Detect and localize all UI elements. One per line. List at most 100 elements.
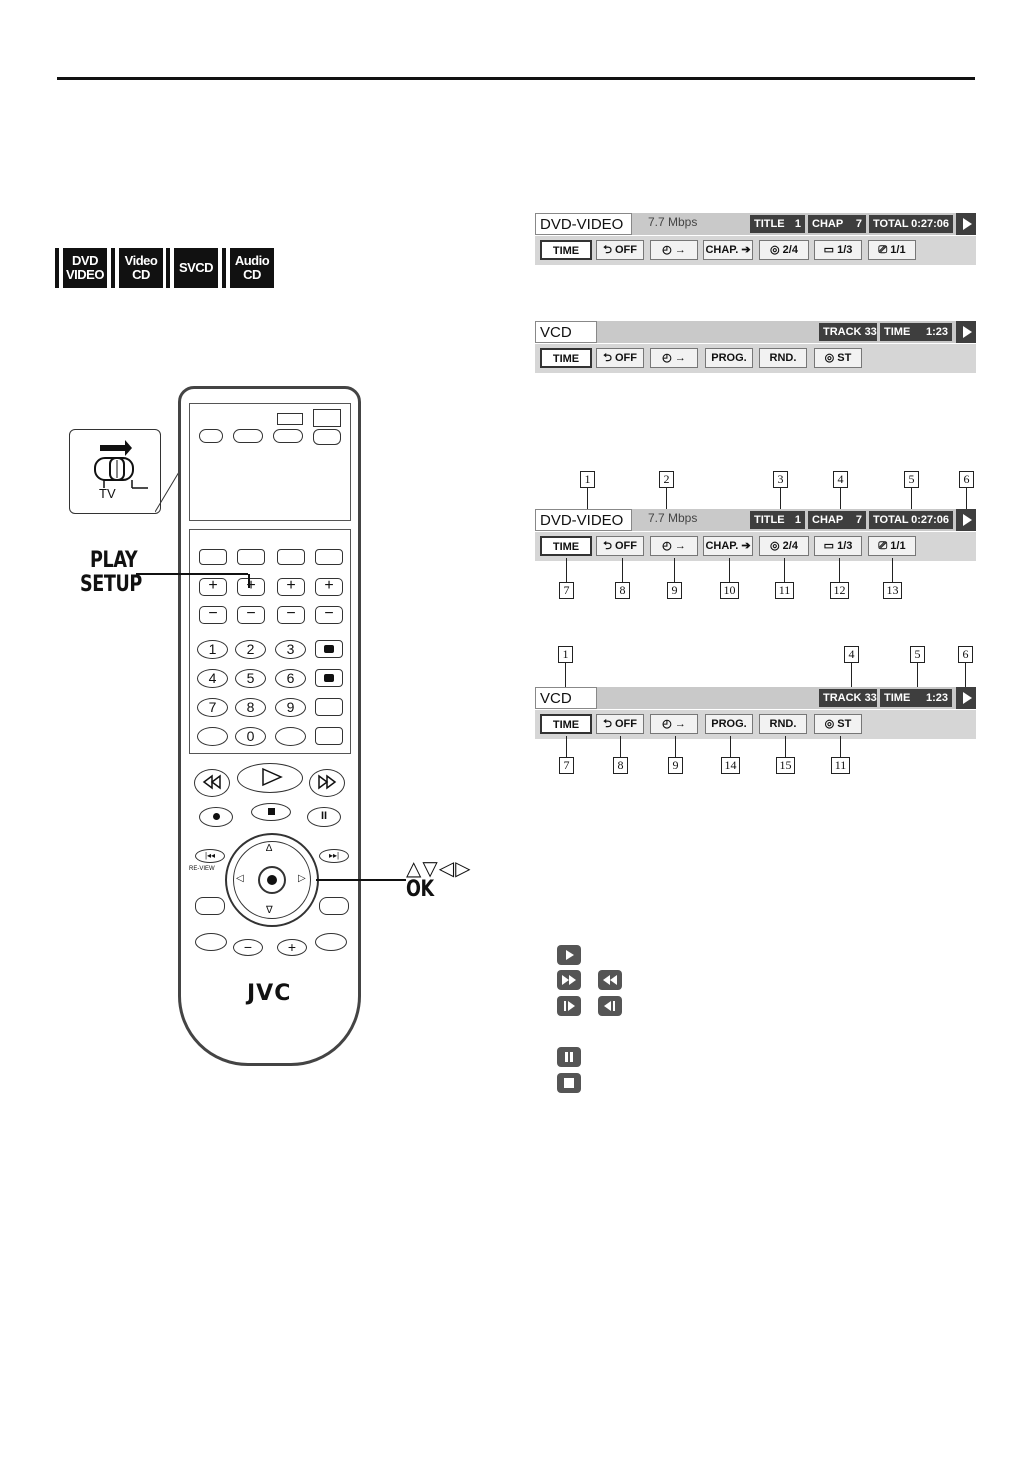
minus-button[interactable]: −	[277, 606, 305, 624]
minus-button[interactable]: −	[315, 606, 343, 624]
bottom-button[interactable]	[315, 933, 347, 951]
function-button[interactable]	[237, 549, 265, 565]
play-setup-leader-tick	[248, 574, 250, 588]
chapter-search-button[interactable]: CHAP. ➔	[703, 536, 753, 556]
left-arrow-button[interactable]: ◁	[236, 873, 244, 884]
bottom-button[interactable]	[195, 933, 227, 951]
callout: 4	[844, 646, 859, 663]
tv-label: TV	[99, 486, 116, 501]
audio-button[interactable]: ◎ 2/4	[759, 240, 809, 260]
time-search-button[interactable]: ◴ →	[650, 714, 698, 734]
number-9-button[interactable]: 9	[275, 698, 306, 717]
program-button[interactable]: PROG.	[705, 348, 753, 368]
top-button[interactable]	[273, 429, 303, 443]
callout: 1	[580, 471, 595, 488]
function-button[interactable]	[199, 549, 227, 565]
keypad-button[interactable]	[197, 727, 228, 746]
minus-button[interactable]: −	[199, 606, 227, 624]
number-1-button[interactable]: 1	[197, 640, 228, 659]
ok-leader	[316, 879, 406, 881]
number-6-button[interactable]: 6	[275, 669, 306, 688]
side-button[interactable]	[315, 669, 343, 687]
power-button[interactable]	[313, 409, 341, 427]
time-button[interactable]: TIME	[540, 240, 592, 260]
callout: 11	[775, 582, 794, 599]
fast-forward-button[interactable]	[309, 769, 345, 797]
callout: 2	[659, 471, 674, 488]
top-button[interactable]	[277, 413, 303, 425]
angle-button[interactable]: ⎚ 1/1	[868, 240, 916, 260]
callout: 12	[830, 582, 849, 599]
program-button[interactable]: PROG.	[705, 714, 753, 734]
random-button[interactable]: RND.	[759, 714, 807, 734]
time-button[interactable]: TIME	[540, 348, 592, 368]
subtitle-button[interactable]: ▭ 1/3	[814, 536, 862, 556]
fast-forward-icon	[557, 970, 581, 990]
menu-button[interactable]	[319, 897, 349, 915]
ok-button[interactable]	[258, 866, 286, 894]
side-button[interactable]	[315, 727, 343, 745]
rewind-button[interactable]	[194, 769, 230, 797]
pause-button[interactable]: II	[307, 807, 341, 827]
number-4-button[interactable]: 4	[197, 669, 228, 688]
repeat-button[interactable]: ⮌ OFF	[596, 240, 644, 260]
time-button[interactable]: TIME	[540, 714, 592, 734]
function-button[interactable]	[277, 549, 305, 565]
callout: 13	[883, 582, 902, 599]
tv-dvd-switch[interactable]	[199, 429, 223, 443]
chapter-search-button[interactable]: CHAP. ➔	[703, 240, 753, 260]
down-arrow-button[interactable]: ∇	[266, 905, 273, 916]
plus-button[interactable]: +	[199, 578, 227, 596]
side-button[interactable]	[315, 640, 343, 658]
plus-button[interactable]: +	[277, 578, 305, 596]
stop-button[interactable]	[251, 803, 291, 821]
top-button[interactable]	[233, 429, 263, 443]
audio-button[interactable]: ◎ 2/4	[759, 536, 809, 556]
plus-button[interactable]: +	[315, 578, 343, 596]
angle-button[interactable]: ⎚ 1/1	[868, 536, 916, 556]
function-button[interactable]	[315, 549, 343, 565]
stop-icon	[557, 1073, 581, 1093]
time-search-button[interactable]: ◴ →	[650, 536, 698, 556]
play-setup-plus-button[interactable]: +	[237, 578, 265, 596]
number-5-button[interactable]: 5	[235, 669, 266, 688]
keypad-button[interactable]	[275, 727, 306, 746]
subtitle-button[interactable]: ▭ 1/3	[814, 240, 862, 260]
volume-up-button[interactable]: +	[277, 939, 307, 956]
random-button[interactable]: RND.	[759, 348, 807, 368]
time-search-button[interactable]: ◴ →	[650, 240, 698, 260]
repeat-button[interactable]: ⮌ OFF	[596, 714, 644, 734]
right-arrow-button[interactable]: ▷	[298, 873, 306, 884]
repeat-button[interactable]: ⮌ OFF	[596, 348, 644, 368]
audio-button[interactable]: ◎ ST	[814, 714, 862, 734]
audio-button[interactable]: ◎ ST	[814, 348, 862, 368]
side-button[interactable]	[315, 698, 343, 716]
number-0-button[interactable]: 0	[235, 727, 266, 746]
time-search-button[interactable]: ◴ →	[650, 348, 698, 368]
callout: 5	[910, 646, 925, 663]
osd-track: TRACK 33	[819, 323, 877, 341]
number-7-button[interactable]: 7	[197, 698, 228, 717]
repeat-button[interactable]: ⮌ OFF	[596, 536, 644, 556]
osd-mode: VCD	[535, 321, 597, 343]
volume-down-button[interactable]: −	[233, 939, 263, 956]
minus-button[interactable]: −	[237, 606, 265, 624]
next-button[interactable]: ▸▸|	[319, 849, 349, 863]
top-button[interactable]	[313, 429, 341, 445]
number-8-button[interactable]: 8	[235, 698, 266, 717]
up-arrow-button[interactable]: ∆	[266, 843, 273, 854]
pause-icon	[557, 1047, 581, 1067]
setup-label: SETUP	[80, 572, 142, 597]
menu-button[interactable]	[195, 897, 225, 915]
play-button[interactable]	[237, 763, 303, 793]
time-button[interactable]: TIME	[540, 536, 592, 556]
previous-button[interactable]: |◂◂	[195, 849, 225, 863]
number-3-button[interactable]: 3	[275, 640, 306, 659]
record-button[interactable]	[199, 807, 233, 827]
number-2-button[interactable]: 2	[235, 640, 266, 659]
osd-mode: VCD	[535, 687, 597, 709]
